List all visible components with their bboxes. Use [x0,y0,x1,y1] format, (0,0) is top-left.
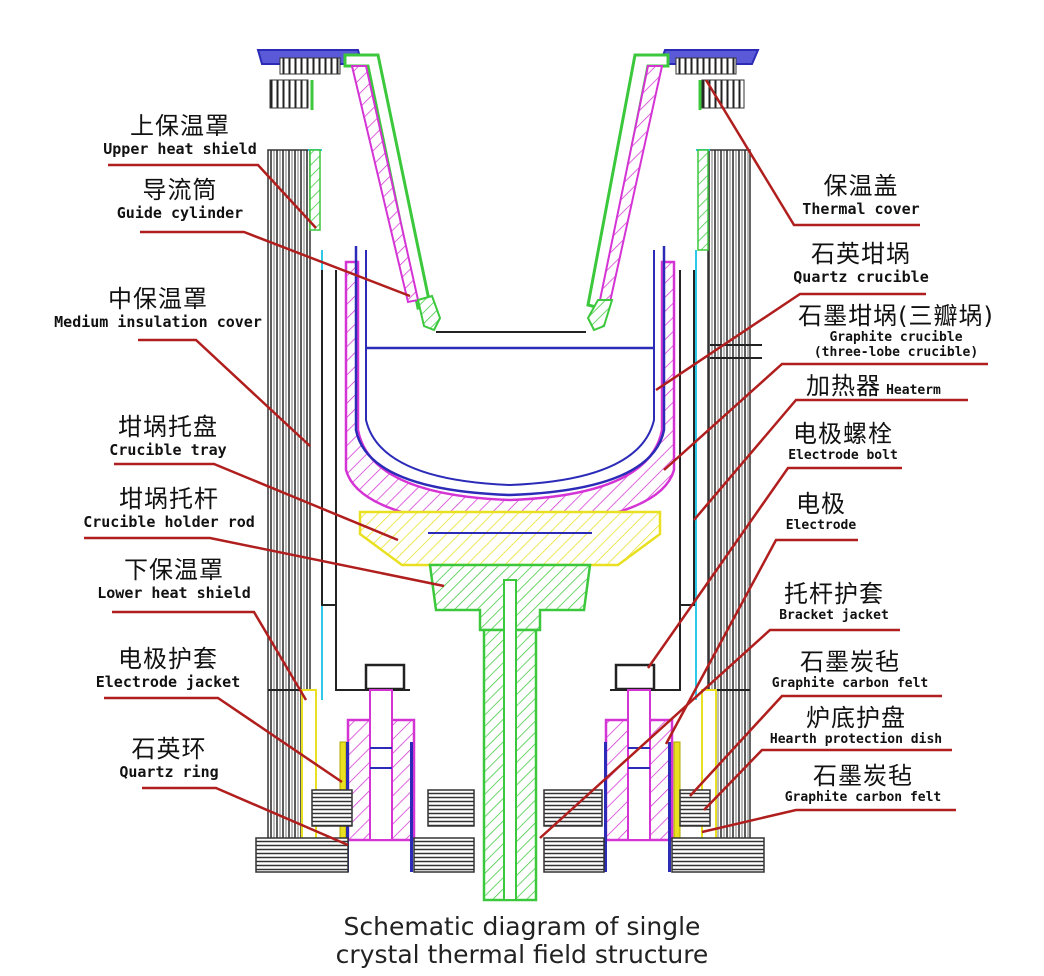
label-electrode-bolt-en: Electrode bolt [788,448,898,463]
leader-medium-insulation-cover [138,338,311,447]
label-lower-heat-shield: 下保温罩 Lower heat shield [86,556,262,602]
label-quartz-ring-en: Quartz ring [119,763,219,781]
label-graphite-crucible-en2: (three-lobe crucible) [813,345,979,360]
leader-graphite-carbon-felt-1 [689,694,942,797]
label-heater: 加热器 Heaterm [806,372,986,400]
leader-crucible-holder-rod [84,536,445,588]
label-heater-zh: 加热器 [806,372,881,400]
label-guide-cylinder-en: Guide cylinder [116,204,244,222]
label-graphite-carbon-felt-1-en: Graphite carbon felt [771,676,929,691]
label-crucible-tray-zh: 坩埚托盘 [118,413,218,441]
label-crucible-holder-rod-en: Crucible holder rod [83,513,255,531]
electrode-right [604,663,681,872]
label-electrode-en: Electrode [785,518,857,533]
label-electrode-bolt: 电极螺栓 Electrode bolt [768,420,918,463]
label-upper-heat-shield-en: Upper heat shield [103,140,257,158]
label-thermal-cover-en: Thermal cover [802,200,920,218]
leader-heater [693,398,968,521]
thermal-cover-left [256,49,442,332]
crucible-holder-rod [428,563,592,902]
label-hearth-protection-dish-zh: 炉底护盘 [806,704,906,732]
diagram-caption-line1: Schematic diagram of single [343,912,701,941]
label-electrode-jacket-zh: 电极护套 [118,645,218,673]
label-graphite-crucible-zh: 石墨坩埚(三瓣埚) [798,302,994,330]
label-crucible-holder-rod: 坩埚托杆 Crucible holder rod [74,485,264,531]
crucible-tray [358,510,662,567]
leader-thermal-cover [704,79,920,227]
leader-lines [84,79,988,847]
label-lower-heat-shield-zh: 下保温罩 [124,556,224,584]
label-electrode: 电极 Electrode [766,490,876,533]
bottom-felt [255,789,765,873]
label-hearth-protection-dish-en: Hearth protection dish [769,732,943,747]
label-graphite-carbon-felt-1-zh: 石墨炭毡 [800,648,900,676]
label-thermal-cover-zh: 保温盖 [823,172,899,200]
label-hearth-protection-dish: 炉底护盘 Hearth protection dish [756,704,956,747]
label-guide-cylinder-zh: 导流筒 [142,176,218,204]
label-bracket-jacket-zh: 托杆护套 [784,580,884,608]
label-upper-heat-shield: 上保温罩 Upper heat shield [100,112,260,158]
quartz-crucible [354,246,666,497]
label-electrode-zh: 电极 [796,490,846,518]
label-medium-insulation-cover: 中保温罩 Medium insulation cover [40,285,276,331]
leader-upper-heat-shield [108,163,317,229]
label-heater-en: Heaterm [886,383,941,398]
leader-graphite-crucible [663,362,988,471]
outer-wall-right [695,149,762,841]
label-electrode-jacket-en: Electrode jacket [95,673,241,691]
label-graphite-crucible: 石墨坩埚(三瓣埚) Graphite crucible (three-lobe … [790,302,1002,360]
leader-hearth-protection-dish [703,748,952,811]
label-quartz-ring-zh: 石英环 [131,735,207,763]
leader-quartz-crucible [655,292,926,392]
label-bracket-jacket: 托杆护套 Bracket jacket [764,580,904,623]
label-medium-insulation-cover-en: Medium insulation cover [54,313,262,331]
label-quartz-crucible: 石英坩埚 Quartz crucible [786,240,936,286]
label-graphite-carbon-felt-2-zh: 石墨炭毡 [813,762,913,790]
label-bracket-jacket-en: Bracket jacket [779,608,889,623]
label-graphite-crucible-en1: Graphite crucible [829,330,963,345]
label-crucible-holder-rod-zh: 坩埚托杆 [119,485,219,513]
leader-graphite-carbon-felt-2 [701,808,956,834]
label-quartz-ring: 石英环 Quartz ring [94,735,244,781]
label-crucible-tray: 坩埚托盘 Crucible tray [88,413,248,459]
label-thermal-cover: 保温盖 Thermal cover [786,172,936,218]
label-upper-heat-shield-zh: 上保温罩 [130,112,230,140]
label-graphite-carbon-felt-2-en: Graphite carbon felt [784,790,942,805]
electrode-left [339,663,416,872]
label-crucible-tray-en: Crucible tray [109,441,227,459]
label-electrode-bolt-zh: 电极螺栓 [793,420,893,448]
graphite-crucible [344,260,676,530]
label-graphite-carbon-felt-1: 石墨炭毡 Graphite carbon felt [758,648,942,691]
label-quartz-crucible-en: Quartz crucible [793,268,929,286]
leader-electrode-jacket [104,696,343,784]
leader-lower-heat-shield [112,610,308,701]
diagram-caption-line2: crystal thermal field structure [335,940,709,969]
leader-electrode-bolt [646,466,902,669]
leader-bracket-jacket [539,628,900,839]
leader-guide-cylinder [140,230,411,298]
label-lower-heat-shield-en: Lower heat shield [97,584,251,602]
label-electrode-jacket: 电极护套 Electrode jacket [86,645,250,691]
label-guide-cylinder: 导流筒 Guide cylinder [100,176,260,222]
thermal-cover-right [586,49,760,332]
leader-electrode [664,538,858,745]
leader-quartz-ring [142,786,349,847]
label-quartz-crucible-zh: 石英坩埚 [811,240,911,268]
leader-crucible-tray [114,462,399,542]
label-medium-insulation-cover-zh: 中保温罩 [108,285,208,313]
label-graphite-carbon-felt-2: 石墨炭毡 Graphite carbon felt [770,762,956,805]
